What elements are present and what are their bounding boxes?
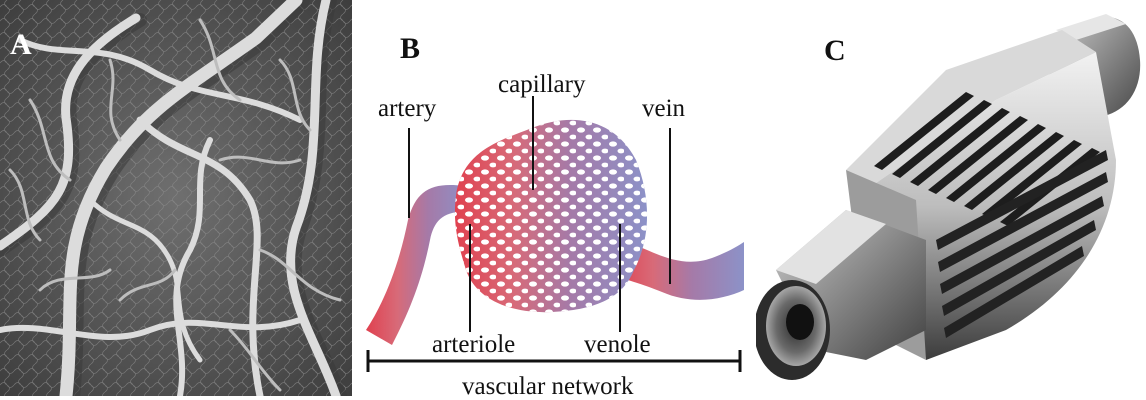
artery-label: artery — [378, 96, 436, 121]
device-render-image — [756, 0, 1146, 396]
panel-b-diagram: B artery capillary vein arteriole venole… — [352, 0, 756, 396]
panel-b-letter: B — [400, 34, 420, 64]
vascular-micrograph-image — [0, 0, 352, 396]
artery-vessel — [366, 185, 470, 345]
capillary-label: capillary — [498, 72, 585, 97]
vascular-network-bracket — [368, 350, 740, 372]
vascular-network-label: vascular network — [462, 374, 633, 399]
panel-c-letter: C — [824, 36, 846, 66]
venole-label: venole — [584, 332, 651, 357]
arteriole-label: arteriole — [432, 332, 515, 357]
panel-a-letter: A — [10, 30, 32, 60]
panel-a-micrograph: A — [0, 0, 352, 396]
panel-c-device-render: C — [756, 0, 1146, 396]
vein-label: vein — [642, 96, 685, 121]
